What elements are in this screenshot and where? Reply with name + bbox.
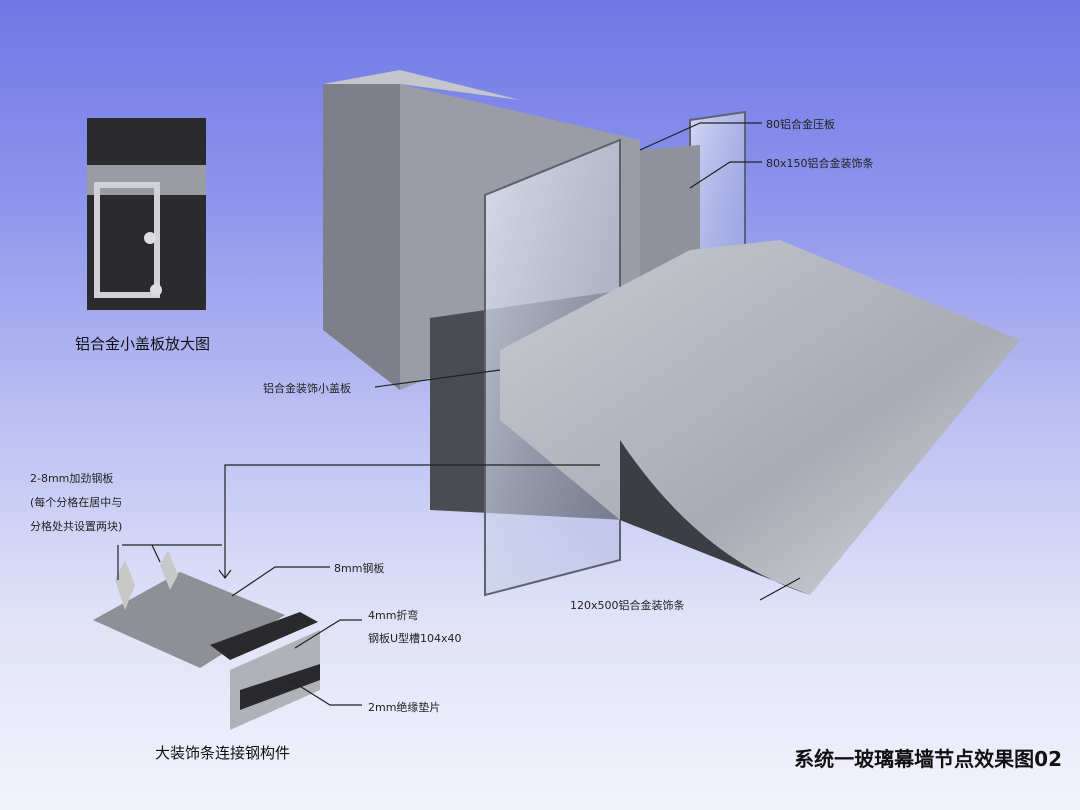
caption-detail: 铝合金小盖板放大图 — [75, 335, 211, 353]
label-u-channel-1: 4mm折弯 — [368, 609, 419, 622]
label-insulation-pad: 2mm绝缘垫片 — [368, 701, 441, 714]
steel-connector — [93, 550, 320, 730]
figure-title: 系统一玻璃幕墙节点效果图02 — [794, 747, 1062, 771]
label-u-channel-2: 钢板U型槽104x40 — [368, 632, 462, 645]
cover-plate-detail-image — [87, 118, 206, 310]
label-stiffener-1: 2-8mm加劲钢板 — [30, 472, 114, 485]
large-fin-underside — [620, 440, 810, 595]
label-small-fin: 80x150铝合金装饰条 — [766, 157, 874, 170]
label-stiffener-3: 分格处共设置两块) — [30, 520, 123, 533]
label-pressure-plate: 80铝合金压板 — [766, 118, 835, 131]
label-steel-plate: 8mm钢板 — [334, 562, 385, 575]
leader-lines — [117, 122, 801, 706]
label-large-fin: 120x500铝合金装饰条 — [570, 599, 685, 612]
caption-connector: 大装饰条连接钢构件 — [155, 744, 291, 762]
label-cover-plate: 铝合金装饰小盖板 — [263, 382, 351, 395]
label-stiffener-2: (每个分格在居中与 — [30, 496, 123, 509]
